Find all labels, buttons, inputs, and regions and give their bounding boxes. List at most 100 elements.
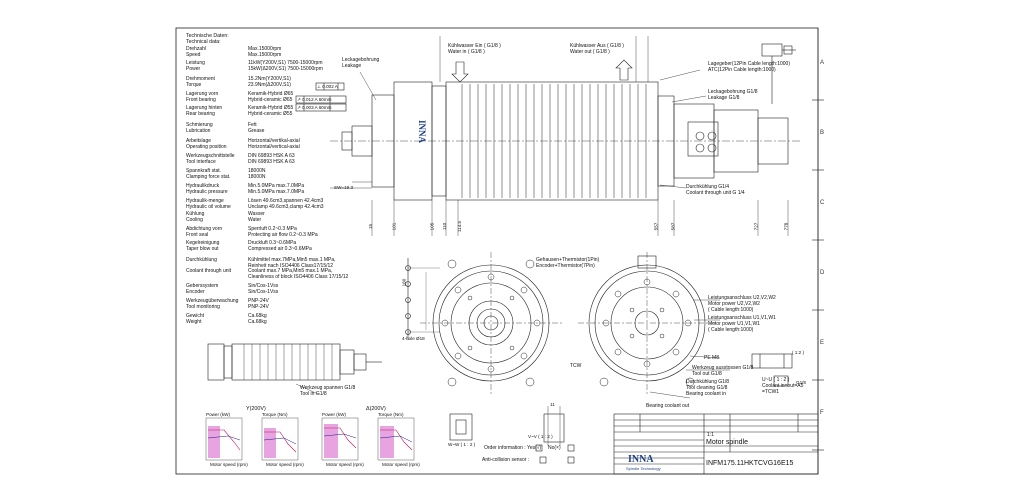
spec-label: Tool interface xyxy=(186,158,216,165)
dimension-label: G1/8 xyxy=(796,380,806,385)
dimension-label: SW=19.3 xyxy=(334,185,354,190)
spec-label: Arbeitslage xyxy=(186,138,212,144)
spec-value: Kühlmittel max.7MPa,Min5 max.1 MPa, xyxy=(248,257,336,263)
grid-zone-letter: C xyxy=(820,200,825,206)
curve-group-label: Δ(200V) xyxy=(366,406,386,412)
spec-value: Keramik-Hybrid Ø65 xyxy=(248,91,294,97)
spec-label: Drehmoment xyxy=(186,76,215,82)
dimension-label: 101 xyxy=(391,222,397,231)
spec-label: Drehzahl xyxy=(186,46,207,52)
spec-value: Water xyxy=(248,216,262,223)
dimension-label: 4-hole Ø18 xyxy=(402,336,425,341)
dimension-label: 105 xyxy=(429,222,435,231)
spec-value: DIN 69893 HSK A 63 xyxy=(248,153,295,159)
spec-value: DIN 69893 HSK A 63 xyxy=(248,158,295,165)
spec-label: Encoder xyxy=(186,288,205,295)
spec-label: Coolant through unit xyxy=(186,268,232,275)
tolerance-frame: ⊥ 0.002 A xyxy=(317,84,338,89)
scale-value: 1:1 xyxy=(707,432,714,438)
dimension-label: 778 xyxy=(783,222,789,231)
spec-value: Fett xyxy=(248,122,257,128)
spec-value: Sin/Cos-1Vss xyxy=(248,283,279,289)
svg-text:INNA: INNA xyxy=(417,120,427,144)
spec-label: Hydraulic oil volume xyxy=(186,203,231,210)
spec-value: Compressed air 0.3~0.6MPa xyxy=(248,245,312,252)
spec-label: Gewicht xyxy=(186,313,205,319)
pe-label: PE M8 xyxy=(704,355,720,361)
spec-value: Grease xyxy=(248,127,265,134)
spec-label: Lagerung vorn xyxy=(186,91,219,97)
spec-value: Protecting air flow 0.2~0.3 MPa xyxy=(248,231,318,238)
tolerance-frame: ↗ 0.012 A 60mm xyxy=(297,97,332,102)
spec-label: Taper blow out xyxy=(186,245,219,252)
spec-value: 18000N xyxy=(248,168,266,174)
detail-label: W~W ( 1 : 2 ) xyxy=(448,442,476,447)
coolant-legend: U~U ( 1 : 2 )Coolant in=out=A5=TCW1 xyxy=(762,377,804,395)
spec-label: Torque xyxy=(186,81,202,88)
axis-label: Motor speed (rpm) xyxy=(210,462,248,467)
spec-value: PNP-24V xyxy=(248,298,269,304)
brand-logo: INNA xyxy=(628,454,654,465)
drawing-title: Motor spindle xyxy=(706,439,749,446)
spec-label: Hydraulik-menge xyxy=(186,198,224,204)
spec-value: PNP-24V xyxy=(248,303,269,310)
spec-label: Power xyxy=(186,65,201,72)
spec-label: Durchkühlung xyxy=(186,257,217,263)
spec-value: Horizontal/vertical-axial xyxy=(248,143,300,150)
spec-value: Reinheit nach ISO4406 Class17/15/12 xyxy=(248,262,334,269)
dimension-label: 11 xyxy=(550,402,555,407)
spec-label: Werkzeugschnittstelle xyxy=(186,153,235,159)
spec-value: Lösen 49.6cm3,spannen 42.4cm3 xyxy=(248,198,324,204)
grid-zone-letter: E xyxy=(820,340,825,346)
axis-label: Torque (Nm) xyxy=(262,412,288,417)
spec-label: Speed xyxy=(186,51,201,58)
axis-label: Power (kW) xyxy=(322,412,346,417)
brand-subtitle: Spindle Technology xyxy=(626,466,661,471)
axis-label: Motor speed (rpm) xyxy=(326,462,364,467)
dimension-label: 110 xyxy=(442,222,448,231)
dimension-label: ( 1:2 ) xyxy=(792,350,804,355)
dimension-label: 727 xyxy=(753,222,759,231)
spec-value: 18000N xyxy=(248,173,266,180)
coolant-out-label: Kühlwasser Aus ( G1/8 )Water out ( G1/8 … xyxy=(570,43,624,55)
spec-value: Druckluft 0.3~0.6MPa xyxy=(248,240,297,246)
axis-label: Power (kW) xyxy=(206,412,230,417)
spec-label: Kühlung xyxy=(186,211,205,217)
spec-label: Weight xyxy=(186,318,202,325)
anti-collision-label: Anti-collision sensor : xyxy=(482,457,530,463)
spec-label: Spannkraft stat. xyxy=(186,168,222,174)
spec-table: Drehzahl Speed Max.15000rpm Max.15000rpm… xyxy=(186,46,348,327)
spec-value: Hybrid-ceramic Ø65 xyxy=(248,96,293,103)
spec-label: Front seal xyxy=(186,231,209,238)
coolant-in-label: Kühlwasser Ein ( G1/8 )Water in ( G1/8 ) xyxy=(448,43,501,55)
dimension-label: 557 xyxy=(653,222,659,231)
spec-label: Geberssystem xyxy=(186,283,219,289)
spec-value: 23.9Nm(Δ200V,S1) xyxy=(248,81,291,88)
dimension-label: 15 xyxy=(368,223,374,230)
spec-label: Tool monitoring xyxy=(186,303,220,310)
spec-value: Coolant max.7 MPa,Min5 max.1 MPa, xyxy=(248,268,333,275)
spec-value: Ca.68kg xyxy=(248,313,267,319)
spec-value: Max.15000rpm xyxy=(248,46,282,52)
spec-value: Horizontal/vertikal-axial xyxy=(248,138,300,144)
spec-label: Lagerung hinten xyxy=(186,105,223,111)
spec-value: Hybrid-ceramic Ø55 xyxy=(248,110,293,117)
spec-label: Operating position xyxy=(186,143,227,150)
spec-label: Werkzeugüberwachung xyxy=(186,298,239,304)
spec-value: Unclamp 49.6cm3,clamp 42.4cm3 xyxy=(248,203,324,210)
order-option-no: No(×) xyxy=(548,445,561,451)
spec-label: Leistung xyxy=(186,60,205,66)
spec-label: Schmierung xyxy=(186,122,213,128)
spec-value: Sin/Cos-1Vss xyxy=(248,288,279,295)
spec-value: Sperrluft 0.2~0.3 MPa xyxy=(248,226,297,232)
housing-thermistor-label: Gehausen+Thermistor(1Pin)Encoder+Thermis… xyxy=(536,257,600,269)
dimension-label: 114.5 xyxy=(457,220,463,233)
dimension-label: 160 xyxy=(401,278,407,287)
